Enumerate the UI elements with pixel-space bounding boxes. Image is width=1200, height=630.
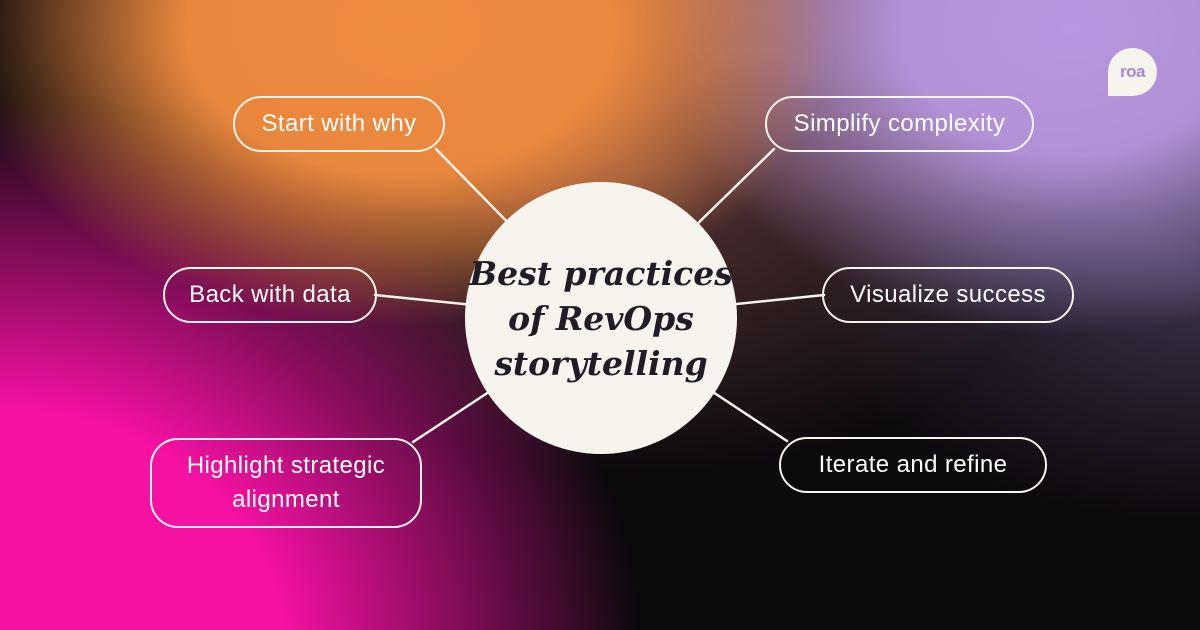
node-iterate-and-refine: Iterate and refine	[779, 437, 1047, 493]
node-back-with-data: Back with data	[163, 267, 377, 323]
central-topic-title-line: of RevOps	[508, 298, 694, 338]
node-simplify-complexity: Simplify complexity	[765, 96, 1034, 152]
brand-logo-text: roa	[1120, 62, 1145, 81]
node-label: Highlight strategic alignment	[186, 452, 386, 513]
node-label: Back with data	[189, 281, 351, 308]
central-topic-title-line: Best practices	[469, 253, 733, 293]
node-highlight-strategic-alignment: Highlight strategic alignment	[150, 438, 422, 528]
node-label: Start with why	[261, 110, 417, 137]
brand-logo: roa	[1108, 48, 1157, 96]
central-topic-title: Best practices of RevOps storytelling	[469, 251, 733, 386]
node-visualize-success: Visualize success	[822, 267, 1074, 323]
node-label: Visualize success	[850, 281, 1046, 308]
central-topic-circle: Best practices of RevOps storytelling	[465, 182, 737, 454]
node-start-with-why: Start with why	[233, 96, 445, 152]
node-label: Simplify complexity	[793, 110, 1006, 137]
central-topic-title-line: storytelling	[494, 343, 708, 383]
node-label: Iterate and refine	[818, 451, 1008, 478]
